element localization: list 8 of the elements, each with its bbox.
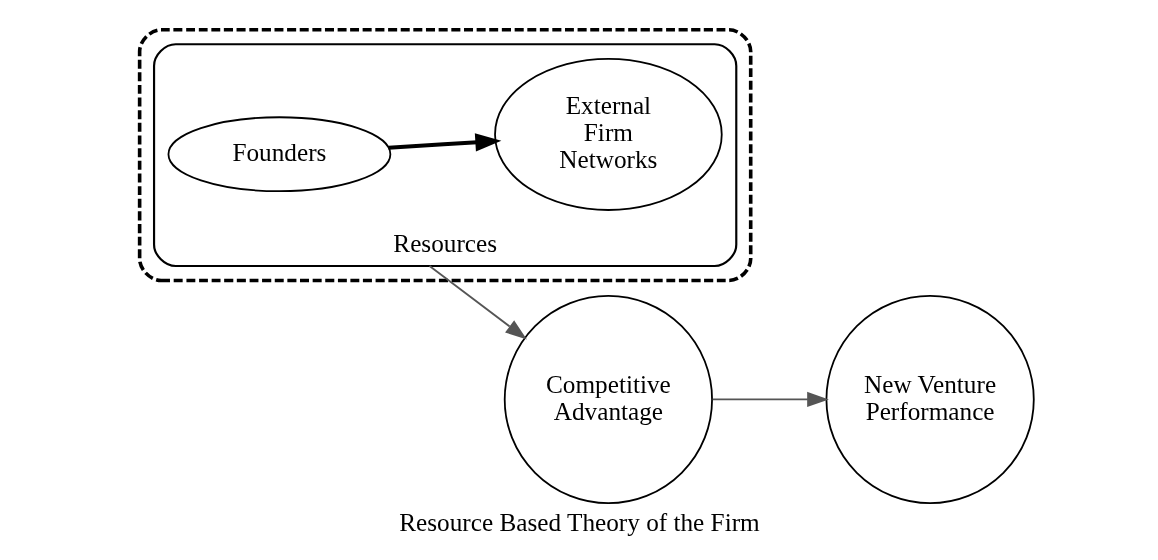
- node-ellipse: Founders: [167, 116, 391, 193]
- node-circle: New Venture Performance: [825, 294, 1035, 505]
- arrow: [428, 265, 527, 340]
- arrow: [711, 391, 829, 408]
- caption: Resource Based Theory of the Firm: [398, 508, 760, 536]
- node-ellipse: External Firm Networks: [493, 57, 723, 211]
- cluster: [137, 28, 752, 283]
- arrow: [388, 133, 501, 152]
